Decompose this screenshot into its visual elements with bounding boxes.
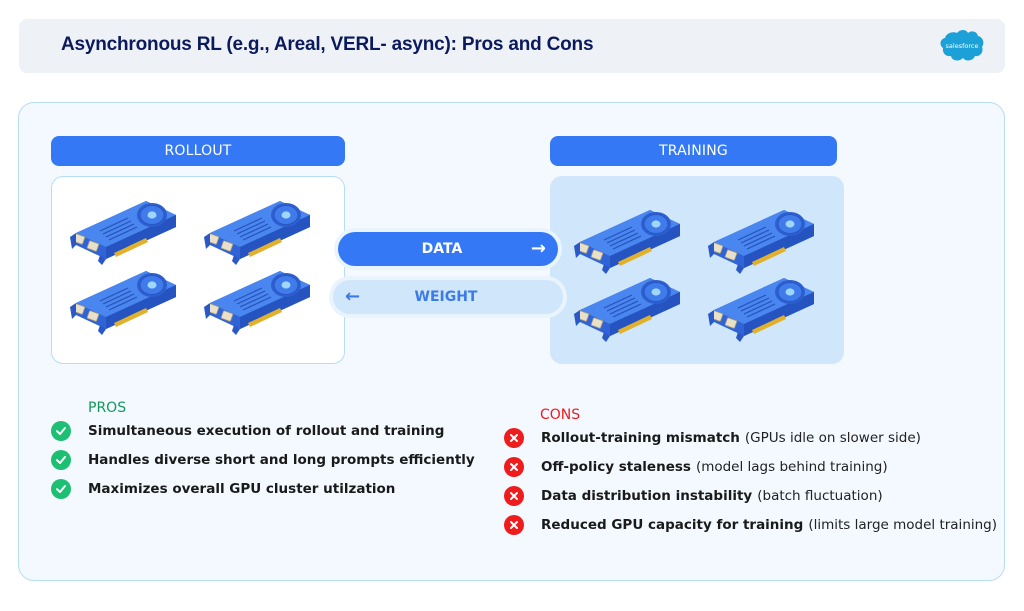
arrow-left-icon: ← bbox=[345, 286, 361, 307]
item-title: Data distribution instability bbox=[541, 488, 753, 504]
gpu-icon bbox=[66, 193, 184, 271]
page-title: Asynchronous RL (e.g., Areal, VERL- asyn… bbox=[61, 34, 594, 55]
weight-label: WEIGHT bbox=[414, 289, 478, 305]
weight-flow-arrow: ← WEIGHT bbox=[333, 280, 563, 314]
item-detail: (batch fluctuation) bbox=[757, 488, 883, 504]
rollout-gpu-group bbox=[51, 176, 345, 364]
cons-item: Off-policy staleness(model lags behind t… bbox=[504, 456, 888, 478]
item-title: Off-policy staleness bbox=[541, 459, 691, 475]
check-circle-icon bbox=[51, 450, 71, 470]
pros-item: Handles diverse short and long prompts e… bbox=[51, 449, 475, 471]
data-flow-arrow: DATA → bbox=[338, 232, 558, 266]
header-bar: Asynchronous RL (e.g., Areal, VERL- asyn… bbox=[19, 19, 1005, 73]
gpu-icon bbox=[570, 270, 688, 348]
item-detail: (GPUs idle on slower side) bbox=[744, 430, 921, 446]
item-detail: (model lags behind training) bbox=[695, 459, 888, 475]
logo-text: salesforce bbox=[946, 42, 979, 50]
cons-item: Rollout-training mismatch(GPUs idle on s… bbox=[504, 427, 921, 449]
cons-item: Reduced GPU capacity for training(limits… bbox=[504, 514, 997, 536]
training-gpu-group bbox=[550, 176, 844, 364]
gpu-icon bbox=[200, 193, 318, 271]
x-circle-icon bbox=[504, 428, 524, 448]
x-circle-icon bbox=[504, 515, 524, 535]
gpu-icon bbox=[66, 263, 184, 341]
gpu-icon bbox=[704, 202, 822, 280]
gpu-icon bbox=[570, 202, 688, 280]
gpu-icon bbox=[704, 270, 822, 348]
gpu-icon bbox=[200, 263, 318, 341]
data-label: DATA bbox=[421, 241, 463, 257]
pros-item: Maximizes overall GPU cluster utilzation bbox=[51, 478, 395, 500]
x-circle-icon bbox=[504, 486, 524, 506]
x-circle-icon bbox=[504, 457, 524, 477]
rollout-label: ROLLOUT bbox=[51, 136, 345, 166]
cons-heading: CONS bbox=[540, 407, 581, 423]
item-title: Maximizes overall GPU cluster utilzation bbox=[88, 481, 396, 497]
pros-heading: PROS bbox=[88, 400, 127, 416]
arrow-right-icon: → bbox=[530, 238, 546, 259]
check-circle-icon bbox=[51, 421, 71, 441]
training-label: TRAINING bbox=[550, 136, 837, 166]
item-title: Simultaneous execution of rollout and tr… bbox=[88, 423, 445, 439]
item-title: Reduced GPU capacity for training bbox=[541, 517, 804, 533]
item-title: Rollout-training mismatch bbox=[541, 430, 740, 446]
check-circle-icon bbox=[51, 479, 71, 499]
pros-item: Simultaneous execution of rollout and tr… bbox=[51, 420, 444, 442]
item-title: Handles diverse short and long prompts e… bbox=[88, 452, 475, 468]
salesforce-logo-icon: salesforce bbox=[937, 29, 985, 63]
item-detail: (limits large model training) bbox=[808, 517, 998, 533]
cons-item: Data distribution instability(batch fluc… bbox=[504, 485, 883, 507]
